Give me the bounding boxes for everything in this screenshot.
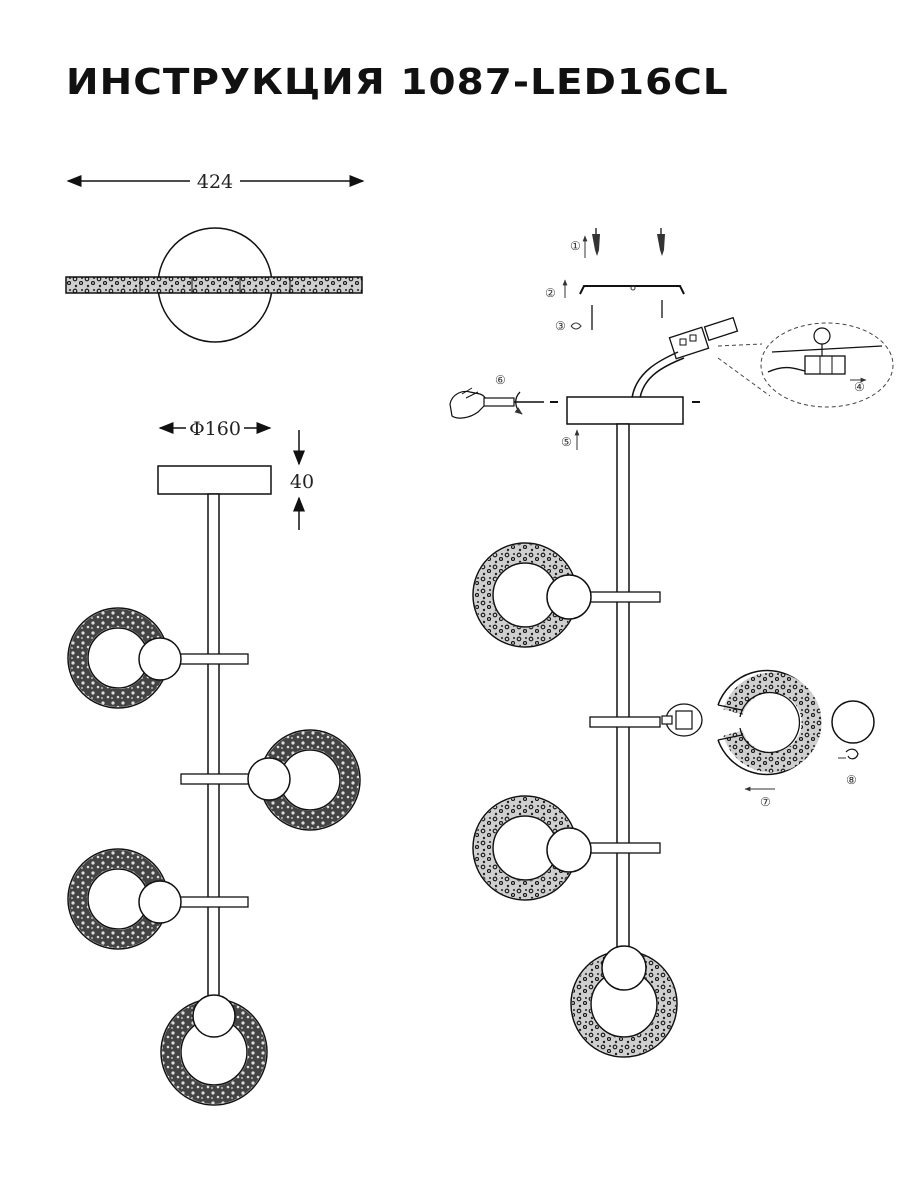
canopy [566,396,684,425]
step-2-label: ② [545,286,556,300]
ring-2 [180,729,361,831]
rotate-icon [570,322,582,330]
ring-4 [160,994,268,1106]
wire [631,351,679,399]
top-view: 424 [65,171,365,343]
ring-a [472,542,661,648]
wall-anchor-icon [592,228,600,256]
ring-3 [67,848,249,950]
wire [639,357,685,399]
step-7-label: ⑦ [760,795,771,809]
wall-anchor-icon [657,228,665,256]
page-title: ИНСТРУКЦИЯ 1087-LED16CL [66,62,729,103]
terminal-block [668,316,739,360]
front-view: Φ160 40 [67,418,361,1106]
connector-detail [804,355,846,375]
globe [138,637,182,681]
hand-screwdriver-icon [449,387,544,419]
step-6-label: ⑥ [495,373,506,387]
height-dimension: 40 [290,471,314,493]
step-5-label: ⑤ [561,435,572,449]
canopy [157,465,272,495]
globe [138,880,182,924]
diameter-dimension: Φ160 [189,418,241,440]
top-view-bar [65,276,363,294]
stem [616,423,630,961]
arm [589,842,661,854]
globe [192,994,236,1038]
arm [179,896,249,908]
width-dimension: 424 [197,171,233,193]
globe [546,574,592,620]
globe [546,827,592,873]
globe [831,700,875,744]
arm [179,653,249,665]
ring-1 [67,607,249,709]
step-8-label: ⑧ [846,773,857,787]
arm [589,716,661,728]
assembly-steps: ① ② ③ [449,228,894,1058]
socket-icon [661,703,703,737]
step-1-label: ① [570,239,581,253]
step-3-label: ③ [555,319,566,333]
rotate-icon [514,391,523,415]
globe [247,757,291,801]
arm [180,773,250,785]
ring-exploded: ⑦ ⑧ [589,669,875,809]
ring-b [472,795,661,901]
detail-callout [760,322,894,408]
ring-c [570,945,678,1058]
globe [601,945,647,991]
stem [207,493,220,1001]
rotate-icon [845,748,859,760]
step-4-label: ④ [854,380,865,394]
arm [589,591,661,603]
